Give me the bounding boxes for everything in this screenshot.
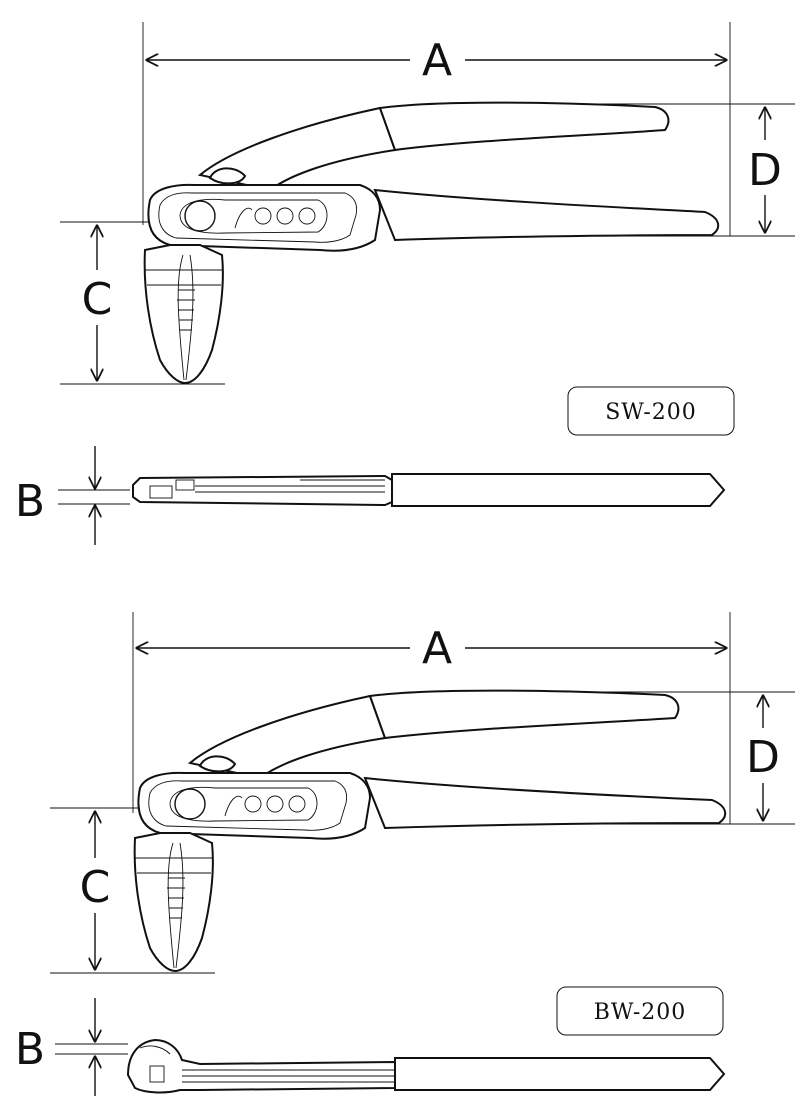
dimension-d-label: D (746, 732, 780, 783)
dimension-c-label: C (80, 862, 111, 913)
model-label: BW-200 (594, 1000, 687, 1025)
dimension-a-label: A (422, 623, 452, 674)
diagram-bw-200: A D C BW-200 B (15, 612, 795, 1096)
model-label: SW-200 (605, 400, 697, 425)
dimension-b-label: B (15, 1024, 45, 1075)
dimension-b-label: B (15, 476, 45, 527)
plier-side-view (143, 101, 730, 385)
dimension-d-label: D (748, 145, 782, 196)
model-label-box: SW-200 (567, 386, 735, 436)
plier-top-view (126, 1038, 726, 1094)
plier-side-view (133, 689, 730, 973)
dimension-c-label: C (82, 274, 113, 325)
model-label-box: BW-200 (556, 986, 724, 1036)
diagram-sw-200: A D C SW-200 B (15, 22, 795, 545)
plier-top-view (132, 473, 726, 507)
dimension-a-label: A (422, 35, 452, 86)
